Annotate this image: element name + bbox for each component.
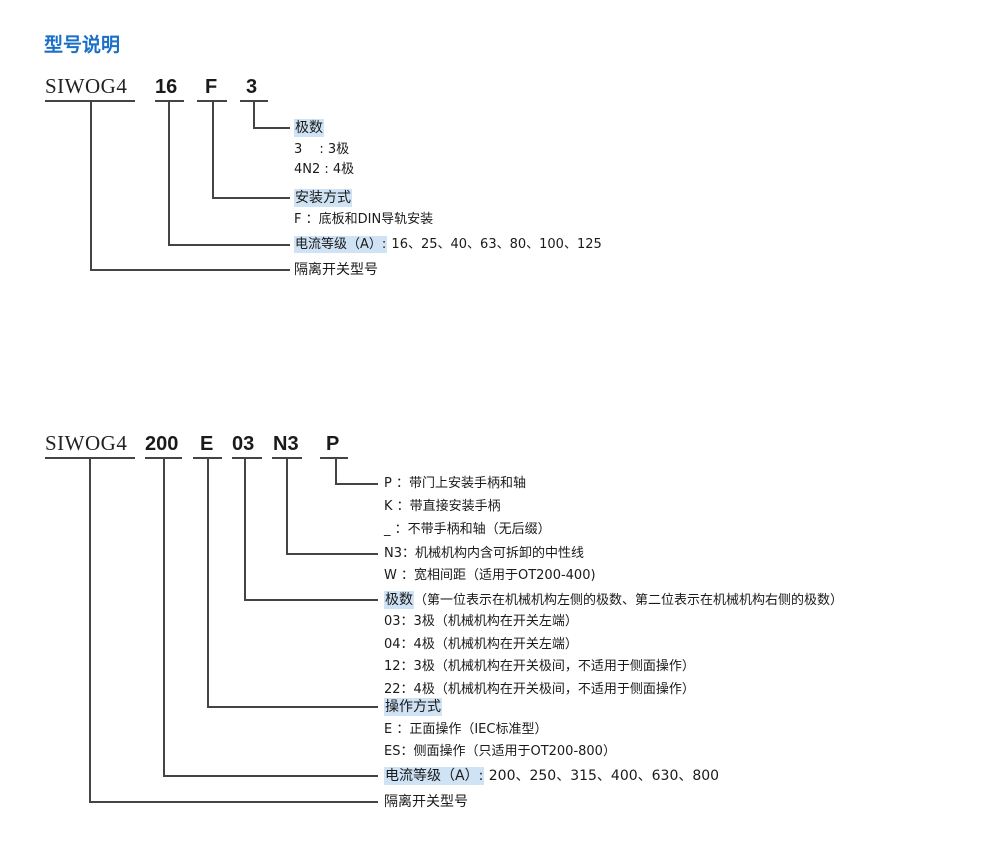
underline <box>232 457 262 459</box>
code-operation: E <box>200 433 214 455</box>
underline <box>320 457 348 459</box>
connector <box>89 457 91 802</box>
code-handle: P <box>326 433 340 455</box>
connector <box>212 197 290 199</box>
code-mounting: F <box>205 76 218 98</box>
poles-item: 22：4极（机械机构在开关极间，不适用于侧面操作） <box>384 682 695 697</box>
connector <box>207 706 378 708</box>
connector <box>244 599 378 601</box>
operation-item: E ：正面操作（IEC标准型） <box>384 722 548 737</box>
handle-item: K ：带直接安装手柄 <box>384 499 501 514</box>
connector <box>286 553 378 555</box>
poles-item: 4N2 : 4极 <box>294 162 355 177</box>
neutral-item: N3：机械机构内含可拆卸的中性线 <box>384 546 584 561</box>
connector <box>286 457 288 554</box>
underline <box>155 100 184 102</box>
connector <box>90 269 290 271</box>
model-prefix: SIWOG4 <box>45 431 128 455</box>
connector <box>89 801 378 803</box>
page-title: 型号说明 <box>44 34 121 56</box>
mounting-item: F ：底板和DIN导轨安装 <box>294 212 434 227</box>
model-prefix: SIWOG4 <box>45 74 128 98</box>
code-neutral: N3 <box>273 433 299 455</box>
poles-item: 03：3极（机械机构在开关左端） <box>384 614 578 629</box>
operation-heading: 操作方式 <box>384 698 442 716</box>
connector <box>163 775 378 777</box>
code-current: 200 <box>145 433 179 455</box>
connector <box>168 244 290 246</box>
neutral-item: W ：宽相间距（适用于OT200-400) <box>384 568 596 583</box>
poles-item: 12：3极（机械机构在开关极间，不适用于侧面操作） <box>384 659 695 674</box>
handle-item: _ ：不带手柄和轴（无后缀） <box>384 522 551 537</box>
connector <box>207 457 209 707</box>
connector <box>253 100 255 128</box>
type-label: 隔离开关型号 <box>294 262 378 278</box>
connector <box>163 457 165 776</box>
code-current: 16 <box>155 76 178 98</box>
code-poles: 03 <box>232 433 255 455</box>
poles-heading: 极数（第一位表示在机械机构左侧的极数、第二位表示在机械机构右侧的极数） <box>384 591 844 609</box>
operation-item: ES：侧面操作（只适用于OT200-800） <box>384 744 616 759</box>
connector <box>244 457 246 600</box>
poles-item: 3 : 3极 <box>294 142 350 157</box>
code-poles: 3 <box>246 76 258 98</box>
connector <box>253 127 290 129</box>
poles-item: 04：4极（机械机构在开关左端） <box>384 637 578 652</box>
connector <box>335 483 378 485</box>
poles-heading: 极数 <box>294 119 324 137</box>
current-row: 电流等级（A）: 200、250、315、400、630、800 <box>384 767 720 785</box>
connector <box>212 100 214 198</box>
connector <box>168 100 170 245</box>
connector <box>335 457 337 484</box>
type-label: 隔离开关型号 <box>384 794 468 810</box>
handle-item: P ：带门上安装手柄和轴 <box>384 476 526 491</box>
current-row: 电流等级（A）: 16、25、40、63、80、100、125 <box>294 236 602 253</box>
connector <box>90 100 92 270</box>
mounting-heading: 安装方式 <box>294 189 352 207</box>
